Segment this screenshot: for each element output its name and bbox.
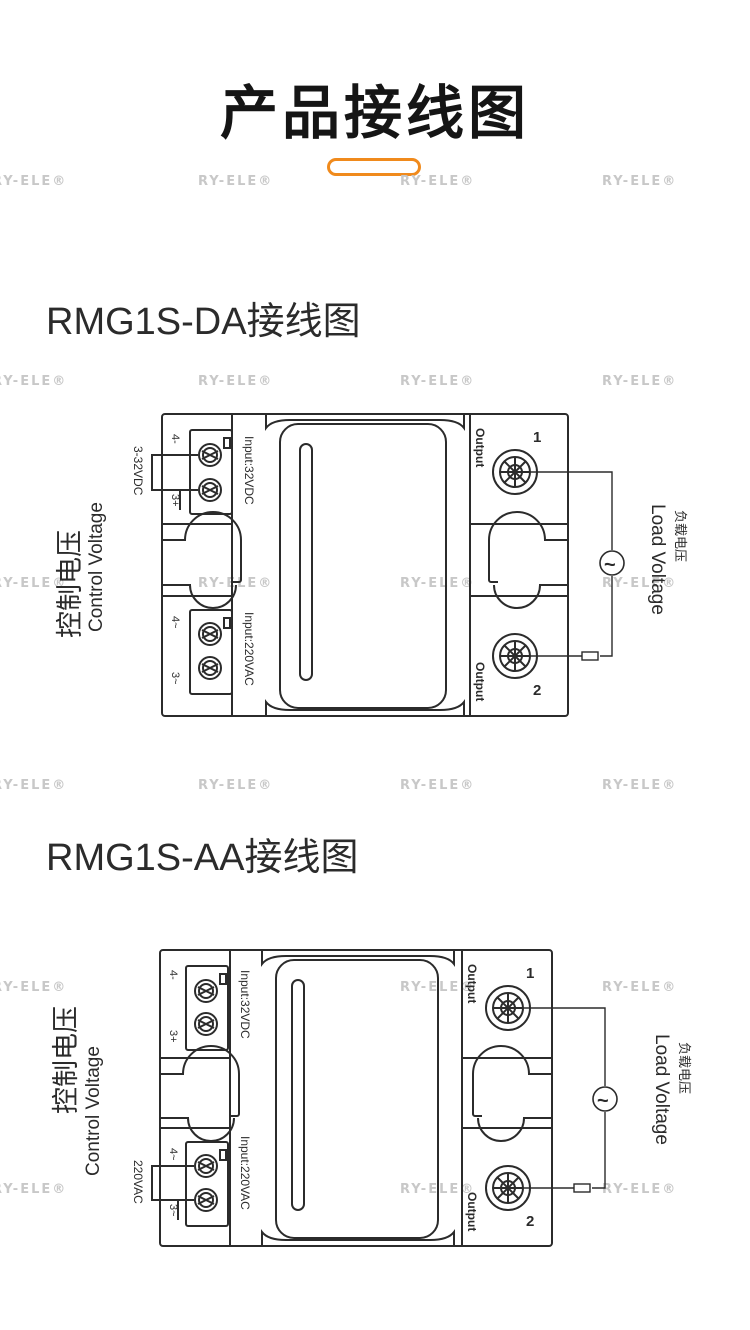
terminal-1-label: 1 [526,965,534,982]
input-bottom-label: Input:220VAC [242,612,256,686]
output-label-1: Output [465,964,479,1003]
terminal-bottom-a: 4~ [169,616,181,629]
terminal-bottom-b: 3~ [169,672,181,685]
watermark: RY-ELE® [0,576,68,591]
input-top-label: Input:32VDC [238,970,252,1039]
watermark: RY-ELE® [400,374,476,389]
side-voltage-label: 3-32VDC [131,446,145,496]
control-voltage-cn: 控制电压 [51,1006,81,1114]
title-accent-pill [327,158,421,176]
load-voltage-cn: 负载电压 [677,1042,692,1094]
output-label-2: Output [473,662,487,701]
terminal-1-label: 1 [533,429,541,446]
watermark: RY-ELE® [602,980,678,995]
watermark: RY-ELE® [602,174,678,189]
terminal-top-a: 4- [169,434,181,444]
watermark: RY-ELE® [0,174,68,189]
terminal-top-a: 4- [167,970,179,980]
ac-source-symbol: ~ [597,1090,609,1112]
watermark: RY-ELE® [198,778,274,793]
terminal-bottom-b: 3~ [167,1204,179,1217]
watermark: RY-ELE® [0,778,68,793]
watermark: RY-ELE® [602,374,678,389]
input-bottom-label: Input:220VAC [238,1136,252,1210]
watermark: RY-ELE® [400,778,476,793]
watermark: RY-ELE® [400,1182,476,1197]
watermark: RY-ELE® [602,576,678,591]
input-top-label: Input:32VDC [242,436,256,505]
output-label-1: Output [473,428,487,467]
load-voltage-en: Load Voltage [647,504,668,615]
section-heading-da: RMG1S-DA接线图 [46,290,361,345]
watermark: RY-ELE® [198,174,274,189]
ac-source-symbol: ~ [604,554,616,576]
heading-model: RMG1S-DA [46,301,247,343]
watermark: RY-ELE® [602,778,678,793]
watermark: RY-ELE® [400,980,476,995]
load-voltage-cn: 负载电压 [673,510,688,562]
page-title: 产品接线图 [219,79,530,147]
watermark: RY-ELE® [602,1182,678,1197]
control-voltage-en: Control Voltage [86,502,107,632]
terminal-top-b: 3+ [167,1030,179,1043]
wiring-diagram-da: Input:32VDC Input:220VAC 4- 3+ 4~ 3~ 3-3… [55,413,688,717]
watermark: RY-ELE® [0,1182,68,1197]
watermark: RY-ELE® [198,576,274,591]
load-voltage-en: Load Voltage [651,1034,672,1145]
output-label-2: Output [465,1192,479,1231]
watermark: RY-ELE® [0,374,68,389]
heading-suffix: 接线图 [246,299,361,343]
control-voltage-en: Control Voltage [83,1046,104,1176]
side-voltage-label: 220VAC [131,1160,145,1204]
control-voltage-cn: 控制电压 [55,530,85,638]
terminal-bottom-a: 4~ [167,1148,179,1161]
wiring-diagram-aa: Input:32VDC Input:220VAC 4- 3+ 4~ 3~ 220… [51,949,692,1247]
heading-suffix: 接线图 [244,835,359,879]
watermark: RY-ELE® [400,174,476,189]
watermark: RY-ELE® [198,374,274,389]
section-heading-aa: RMG1S-AA接线图 [46,826,359,881]
watermark: RY-ELE® [400,576,476,591]
terminal-top-b: 3+ [169,494,181,507]
terminal-2-label: 2 [533,682,541,699]
heading-model: RMG1S-AA [46,837,245,879]
terminal-2-label: 2 [526,1213,534,1230]
watermark: RY-ELE® [0,980,68,995]
